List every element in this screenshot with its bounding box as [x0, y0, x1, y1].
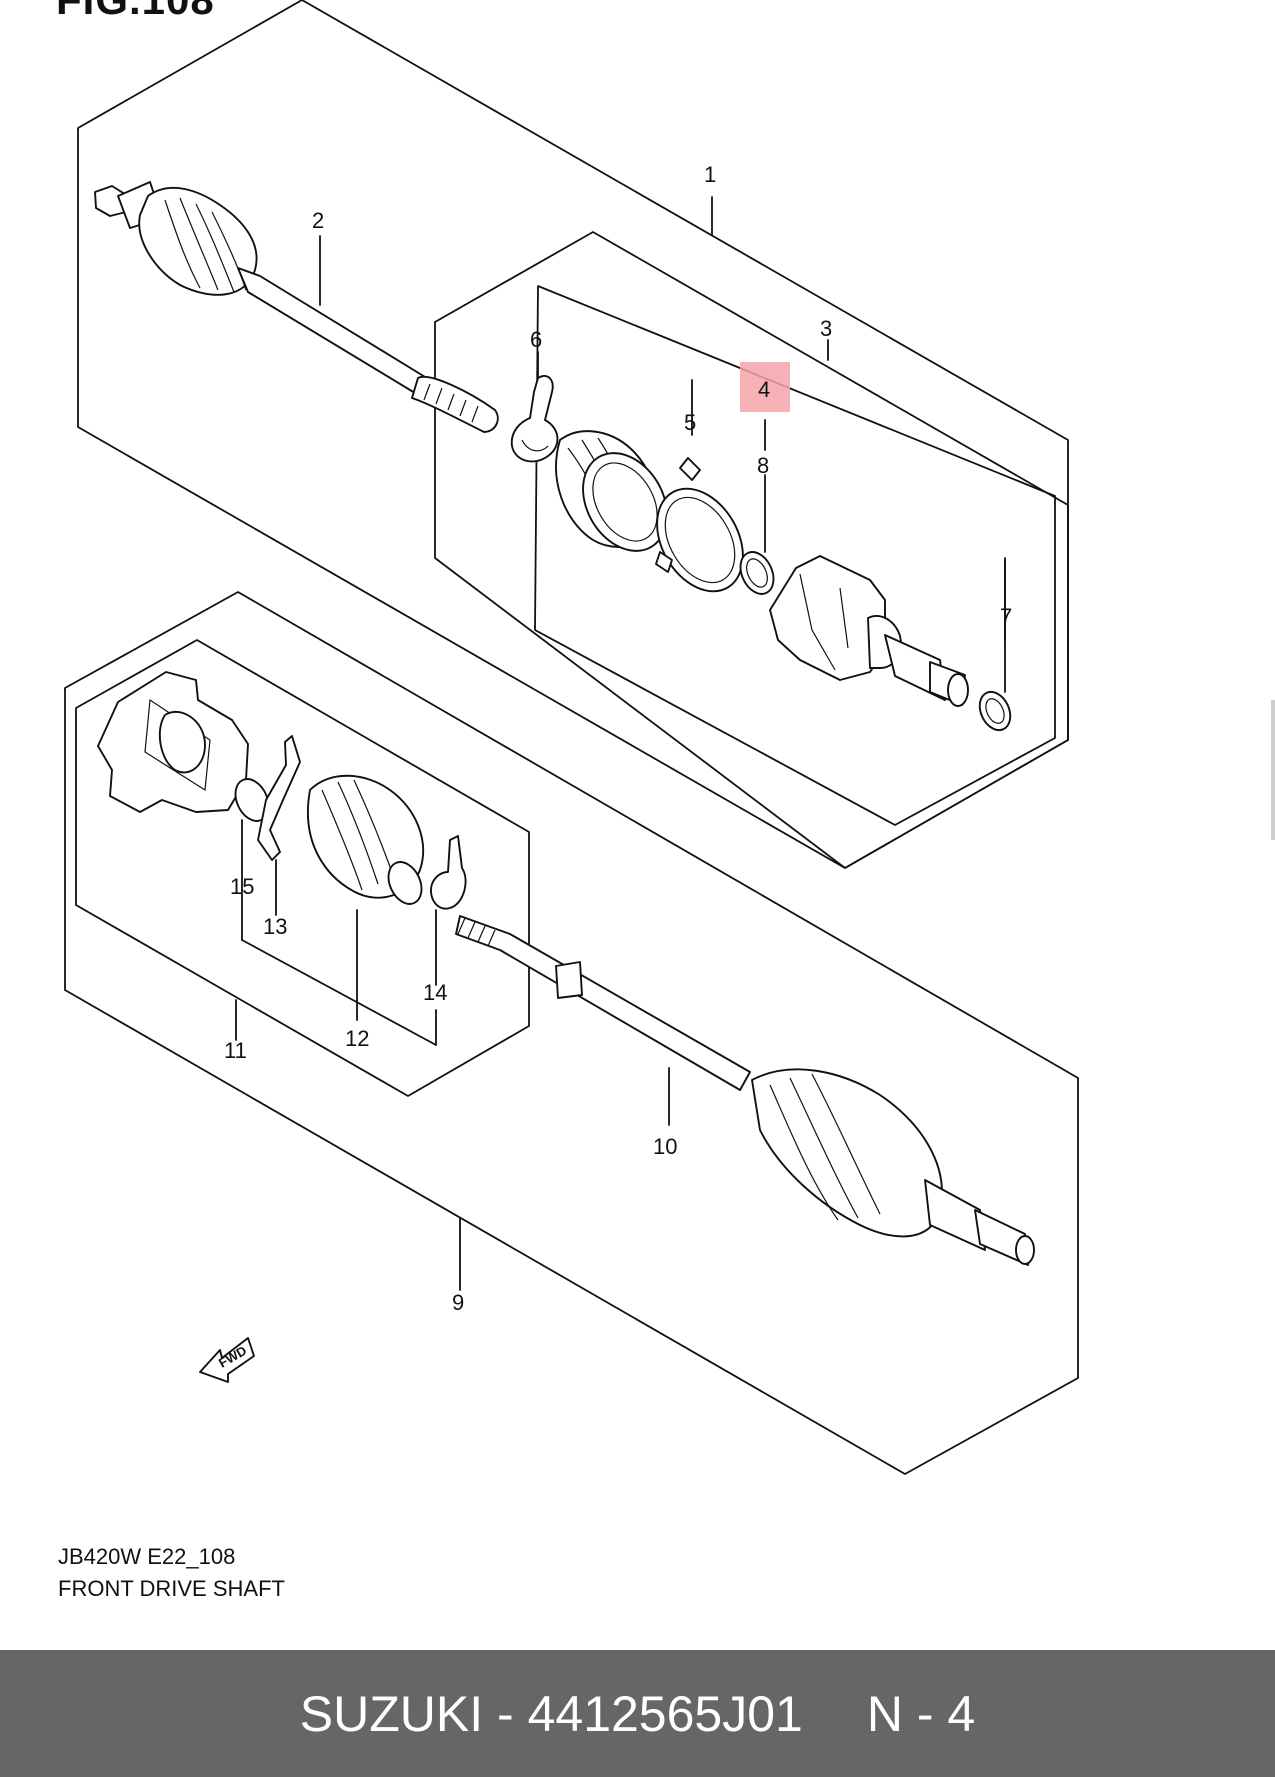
- callout-8: 8: [757, 453, 769, 478]
- inner-joint-housing-11: [97, 671, 249, 813]
- scroll-edge-indicator: [1271, 700, 1275, 840]
- boot-12: [307, 774, 425, 905]
- callout-4: 4: [758, 377, 770, 402]
- figure-name: FRONT DRIVE SHAFT: [58, 1576, 285, 1601]
- callout-15: 15: [230, 874, 254, 899]
- boot-5: [555, 430, 668, 552]
- callout-10: 10: [653, 1134, 677, 1159]
- callout-5: 5: [684, 410, 696, 435]
- circlip-8: [739, 551, 775, 595]
- footer-separator: -: [483, 1685, 528, 1742]
- footer-part-number: 4412565J01: [527, 1685, 803, 1742]
- assembly-3-outline: [434, 231, 1069, 869]
- callout-13: 13: [263, 914, 287, 939]
- forward-direction-arrow: FWD: [199, 1337, 255, 1383]
- figure-title: FIG.108: [56, 0, 215, 24]
- figure-model-code: JB420W E22_108: [58, 1544, 236, 1569]
- callout-12: 12: [345, 1026, 369, 1051]
- footer-text: SUZUKI - 4412565J01 N - 4: [0, 1650, 1275, 1777]
- leader-lines: [235, 196, 1006, 1291]
- outer-joint-boot-10: [751, 1068, 1035, 1266]
- assembly-9-outline: [64, 591, 1079, 1475]
- boot-clamp-6: [510, 375, 559, 463]
- callout-9: 9: [452, 1290, 464, 1315]
- footer-position-label: N - 4: [866, 1685, 976, 1742]
- callout-11: 11: [224, 1038, 247, 1063]
- clamp-13: [257, 735, 301, 861]
- boot-band-4: [655, 457, 744, 593]
- footer-bar: SUZUKI - 4412565J01 N - 4: [0, 1650, 1275, 1777]
- callout-7: 7: [1000, 604, 1012, 629]
- outer-joint-shaft-2: [94, 181, 499, 433]
- inner-joint-housing-7: [769, 555, 969, 707]
- callout-6: 6: [530, 327, 542, 352]
- snap-ring-7: [978, 690, 1012, 732]
- boot-kit-11-outline: [75, 639, 530, 1097]
- boot-kit-4-outline: [534, 285, 1056, 826]
- footer-brand: SUZUKI: [299, 1685, 484, 1742]
- highlight-part-4: [740, 362, 790, 412]
- drive-shaft-10: [455, 915, 751, 1091]
- callout-1: 1: [704, 162, 716, 187]
- callout-14: 14: [423, 980, 447, 1005]
- callout-3: 3: [820, 316, 832, 341]
- callout-labels: 1 2 3 4 5 6 7 8 9 10 11 12 13 14 15: [224, 162, 1012, 1315]
- clamp-14: [430, 835, 467, 910]
- callout-2: 2: [312, 208, 324, 233]
- exploded-parts-diagram: FWD 1 2 3 4 5 6 7 8 9 10 11: [64, 0, 1079, 1475]
